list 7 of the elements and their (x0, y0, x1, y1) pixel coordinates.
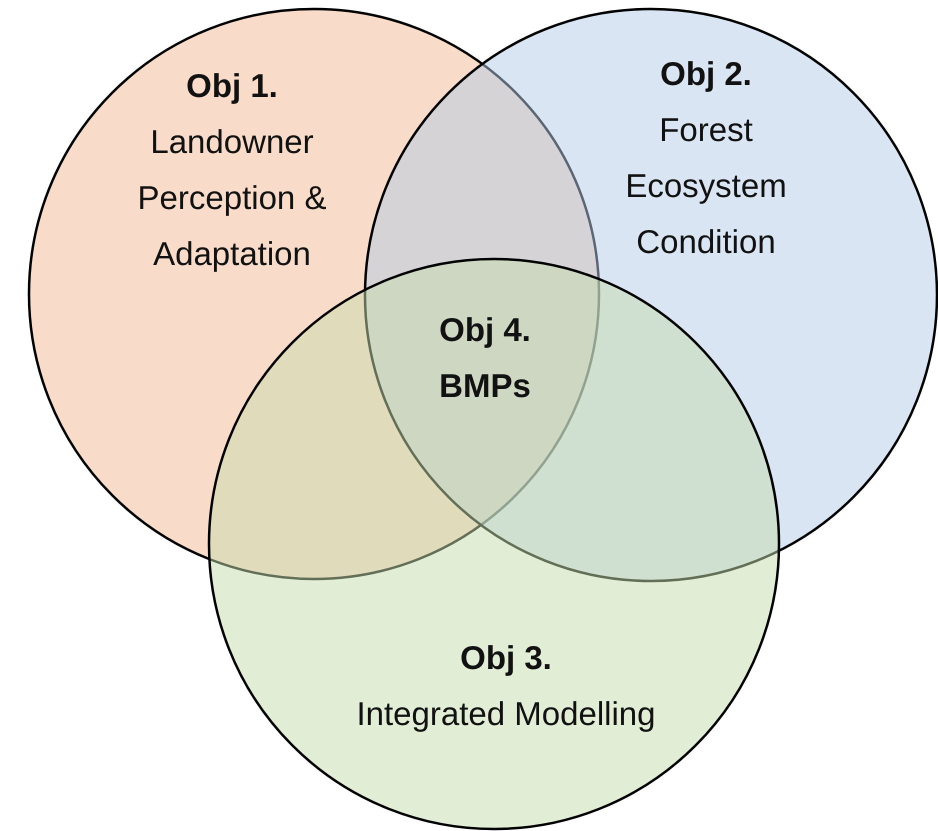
circle-text: Landowner Perception & Adaptation (136, 122, 328, 274)
circle-text: Forest Ecosystem Condition (624, 110, 788, 262)
circle-heading: Obj 2. (659, 54, 753, 94)
circle-heading: Obj 3. (459, 638, 553, 678)
overlap-label: Obj 4. BMPs (438, 310, 532, 406)
circle-text: Integrated Modelling (356, 694, 656, 734)
circle-heading: Obj 1. (185, 66, 279, 106)
